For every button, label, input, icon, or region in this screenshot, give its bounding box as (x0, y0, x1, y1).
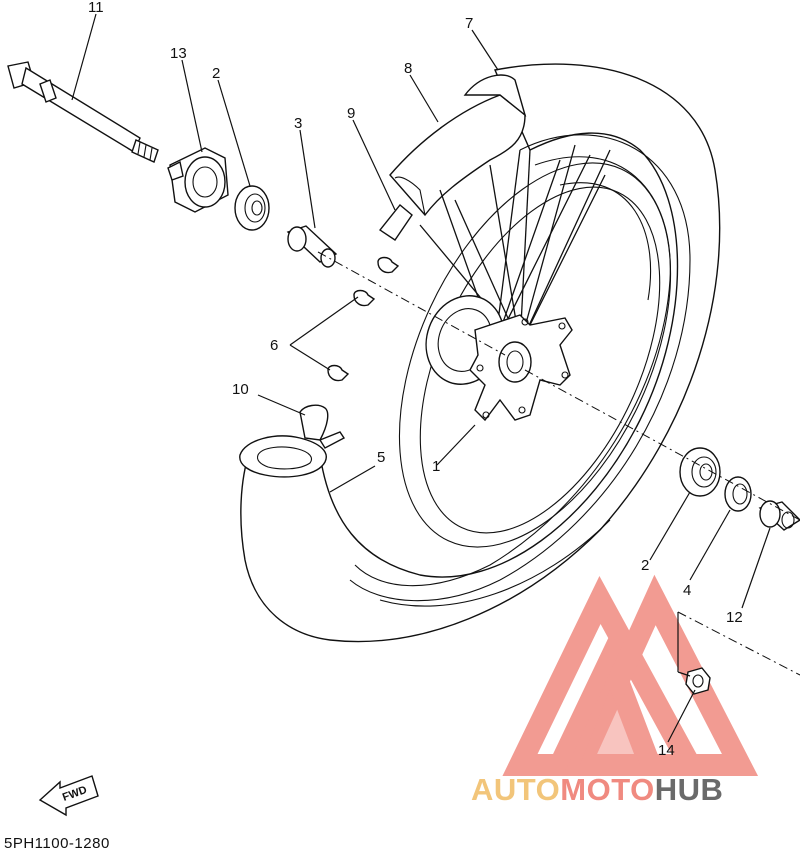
bearing-right (679, 447, 721, 497)
bearing-left (234, 185, 270, 231)
callout-4: 4 (683, 582, 691, 599)
spacer (286, 225, 338, 268)
rim-lock (239, 404, 346, 478)
part-code: 5PH1100-1280 (4, 835, 110, 851)
callout-6: 6 (270, 337, 278, 354)
callout-3: 3 (294, 115, 302, 132)
callout-12: 12 (726, 609, 743, 626)
watermark-brand-hub: HUB (655, 772, 724, 807)
tire (240, 63, 721, 643)
callout-14: 14 (658, 742, 675, 759)
spoke-nipples (327, 256, 400, 382)
watermark-text: AUTOMOTOHUB (471, 772, 723, 807)
callout-13: 13 (170, 45, 187, 62)
wheel-hub (425, 295, 573, 422)
callout-11: 11 (88, 0, 104, 16)
oil-seal (724, 476, 752, 512)
rim-band (378, 204, 413, 241)
axle-nut (685, 667, 711, 695)
collar (167, 147, 229, 213)
callout-10: 10 (232, 381, 249, 398)
spokes (419, 144, 611, 346)
leader-lines (71, 13, 771, 743)
inner-tube (389, 74, 527, 217)
forward-arrow-icon: FWD (38, 775, 99, 817)
collar-right (758, 500, 800, 531)
watermark-brand-moto: MOTO (560, 772, 654, 807)
callout-1: 1 (432, 458, 440, 475)
callout-2-right: 2 (641, 557, 649, 574)
callout-2-left: 2 (212, 65, 220, 82)
callout-8: 8 (404, 60, 412, 77)
axle (7, 61, 159, 163)
callout-7: 7 (465, 15, 473, 32)
callout-9: 9 (347, 105, 355, 122)
svg-text:AUTOMOTOHUB: AUTOMOTOHUB (471, 772, 723, 807)
callout-5: 5 (377, 449, 385, 466)
watermark-brand-auto: AUTO (471, 772, 560, 807)
